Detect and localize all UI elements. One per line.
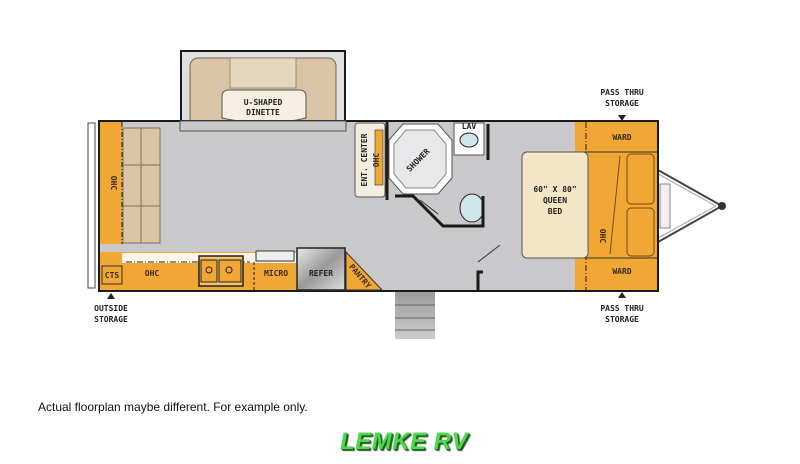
refer-label: REFER (309, 269, 333, 278)
micro-label: MICRO (264, 269, 288, 278)
trailer-hitch (657, 169, 726, 243)
arrow-down-icon (618, 115, 626, 121)
bed-ohc-label: OHC (598, 229, 607, 244)
front-ohc-label: OHC (109, 176, 118, 191)
outside-storage: OUTSIDE STORAGE (94, 293, 128, 324)
kitchen-sink (198, 255, 244, 287)
front-storage-bar (87, 122, 96, 289)
pass-thru-storage-bottom: PASS THRU STORAGE (600, 292, 644, 324)
stove-top (255, 250, 295, 262)
pass-thru-bottom-line2: STORAGE (605, 315, 639, 324)
front-sofa: OHC (100, 122, 161, 244)
entry-steps (395, 291, 435, 339)
pass-thru-storage-top: PASS THRU STORAGE (600, 88, 644, 121)
entertainment-center: ENT. CENTER OHC (354, 122, 386, 198)
bed-label-3: BED (548, 207, 563, 216)
outside-storage-line2: STORAGE (94, 315, 128, 324)
kitchen-counter: CTS OHC MICRO REFER PANTRY (100, 247, 384, 291)
arrow-up-icon (107, 293, 115, 299)
queen-bed (521, 151, 589, 259)
dinette-label-2: DINETTE (246, 108, 280, 117)
ent-ohc-label: OHC (372, 153, 381, 168)
dinette-label-1: U-SHAPED (244, 98, 283, 107)
arrow-up-icon (618, 292, 626, 298)
bed-label-1: 60" X 80" (533, 185, 576, 194)
bathroom: SHOWER LAV (385, 122, 501, 290)
pass-thru-top-line1: PASS THRU (600, 88, 644, 97)
refrigerator (296, 247, 346, 291)
kitchen-ohc-label: OHC (145, 269, 160, 278)
outside-storage-line1: OUTSIDE (94, 304, 128, 313)
lav-label: LAV (462, 122, 477, 131)
ward-bottom-label: WARD (612, 267, 631, 276)
bedroom: WARD WARD OHC 60" X 80" QUEEN BED (521, 122, 657, 290)
dinette-slideout: U-SHAPED DINETTE (180, 50, 346, 142)
pass-thru-bottom-line1: PASS THRU (600, 304, 644, 313)
cts-label: CTS (105, 271, 120, 280)
pass-thru-top-line2: STORAGE (605, 99, 639, 108)
ward-top-label: WARD (612, 133, 631, 142)
pantry (345, 250, 384, 291)
ent-center-label: ENT. CENTER (360, 133, 369, 186)
slideout-floor-lip (179, 120, 347, 132)
toilet (459, 193, 485, 223)
disclaimer-text: Actual floorplan maybe different. For ex… (38, 400, 308, 414)
bed-label-2: QUEEN (543, 196, 567, 205)
brand-logo: LEMKE RV (340, 428, 469, 455)
